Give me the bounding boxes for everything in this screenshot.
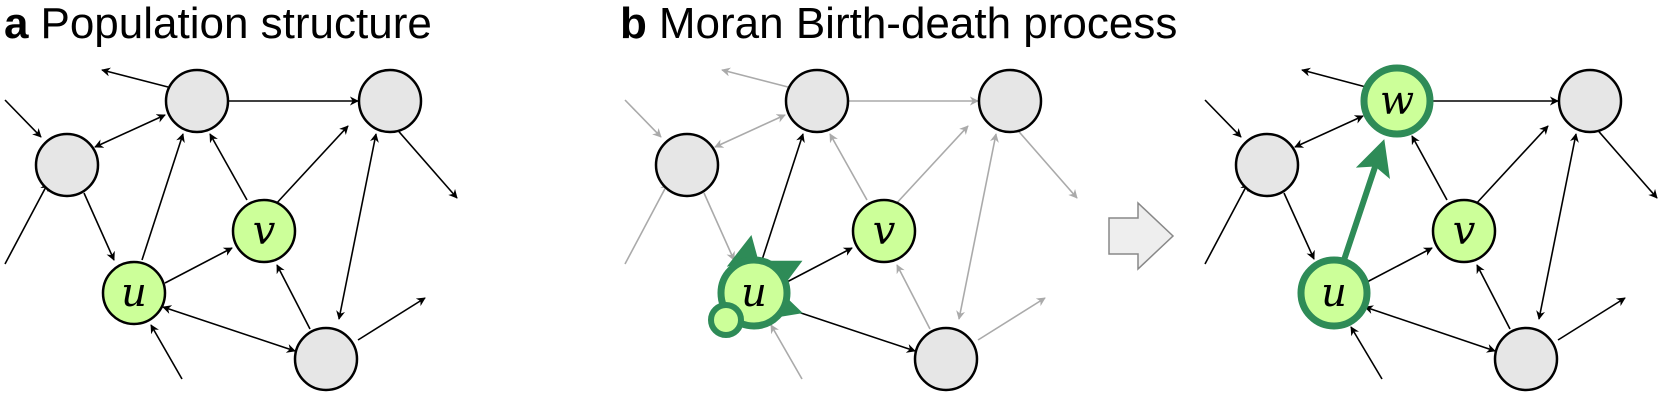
node-top-right <box>357 68 423 134</box>
node-w-replaced <box>1360 64 1434 138</box>
edge-bm-v <box>1476 264 1511 330</box>
stub-tr-out <box>393 125 458 199</box>
stub-tm-out <box>721 67 789 88</box>
panel-b-letter: b <box>620 0 647 48</box>
label-v: v <box>873 208 896 254</box>
edge-u-bm <box>1364 305 1496 353</box>
edge-v-tr <box>1473 125 1549 207</box>
stub-u-in <box>1350 326 1383 380</box>
edge-tr-bm <box>336 133 379 320</box>
stub-tl-in <box>4 99 42 138</box>
panel-a-title-text: Population structure <box>40 0 432 48</box>
stub-tl-in <box>1204 99 1242 138</box>
node-top-right <box>977 68 1043 134</box>
stub-tm-out <box>101 67 169 88</box>
stub-bm-out <box>1557 297 1626 341</box>
edge-v-tr <box>273 125 349 207</box>
stub-tm-out <box>1301 67 1367 88</box>
edge-v-tm <box>829 133 868 201</box>
edge-bm-v <box>896 264 931 330</box>
edge-tl-u <box>703 192 735 261</box>
node-v <box>851 198 917 264</box>
node-u-parent <box>1297 256 1371 330</box>
panel-b-birth-graph: v u <box>624 67 1078 392</box>
panel-a-graph: v u <box>4 67 458 392</box>
node-bottom-middle <box>1493 326 1559 392</box>
label-u: u <box>121 270 147 316</box>
stub-tl-in <box>624 99 662 138</box>
edge-tl-tm <box>714 114 786 148</box>
label-w: w <box>1380 78 1414 124</box>
label-u: u <box>741 270 767 316</box>
stub-tr-out <box>1593 125 1658 199</box>
panel-b-title-text: Moran Birth-death process <box>658 0 1178 48</box>
edge-u-tm <box>761 133 805 261</box>
result-edges <box>1204 67 1658 380</box>
edge-tl-tm <box>1294 115 1364 148</box>
edge-v-tm <box>1411 135 1448 201</box>
node-top-left <box>654 132 720 198</box>
label-v: v <box>1453 208 1476 254</box>
node-top-left <box>34 132 100 198</box>
panel-b-nodes <box>654 68 1043 392</box>
stub-bm-out <box>977 297 1046 341</box>
panel-a-edges <box>4 67 458 380</box>
edge-tr-bm <box>956 133 999 320</box>
stub-u-in <box>770 324 803 380</box>
edge-u-tm <box>141 133 185 261</box>
edge-v-tm <box>209 133 248 201</box>
node-v <box>1431 198 1497 264</box>
transition-arrow <box>1108 201 1175 271</box>
edge-tr-bm <box>1536 133 1579 320</box>
edge-tl-tm <box>94 114 166 148</box>
node-top-middle <box>164 68 230 134</box>
stub-tl-from-outside <box>1204 182 1249 265</box>
node-bottom-middle <box>293 326 359 392</box>
stub-bm-out <box>357 297 426 341</box>
offspring-dot <box>708 302 744 338</box>
node-bottom-middle <box>913 326 979 392</box>
edge-u-v <box>164 247 233 284</box>
edge-u-bm <box>782 306 916 353</box>
label-u: u <box>1321 270 1347 316</box>
node-top-middle <box>784 68 850 134</box>
stub-u-in <box>150 324 183 380</box>
edge-u-bm <box>162 305 296 353</box>
replacement-edge-u-w <box>1341 139 1390 261</box>
node-v <box>231 198 297 264</box>
edge-tl-u <box>1283 192 1315 260</box>
stub-tl-from-outside <box>4 182 49 265</box>
node-u <box>101 260 167 326</box>
label-v: v <box>253 208 276 254</box>
stub-tr-out <box>1013 125 1078 199</box>
panel-b-result-graph: w v u <box>1204 64 1658 392</box>
stub-tl-from-outside <box>624 182 669 265</box>
node-top-left <box>1234 132 1300 198</box>
edge-bm-v <box>276 264 311 330</box>
result-nodes <box>1234 68 1623 392</box>
edge-u-v <box>1366 247 1433 283</box>
edge-tl-u <box>83 192 115 261</box>
edge-v-tr <box>893 125 969 207</box>
panel-a-letter: a <box>4 0 29 48</box>
panel-a-nodes <box>34 68 423 392</box>
panel-b-edges <box>624 67 1078 380</box>
node-top-right <box>1557 68 1623 134</box>
